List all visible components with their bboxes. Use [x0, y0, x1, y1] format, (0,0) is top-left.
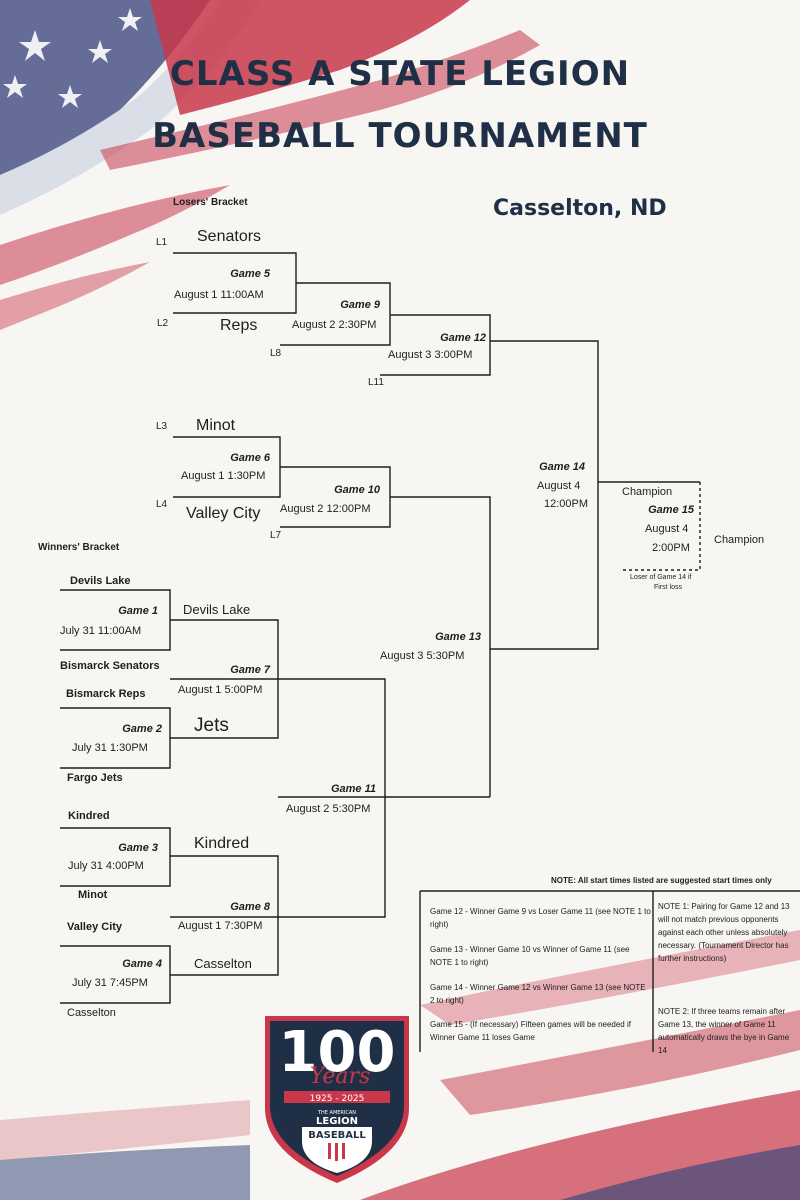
- game-1-label: Game 1: [118, 605, 158, 617]
- game-9-label: Game 9: [340, 299, 380, 311]
- loser-game-14-note-2: First loss: [654, 584, 682, 591]
- loser-code-l4: L4: [156, 499, 168, 510]
- team-kindred: Kindred: [68, 810, 110, 822]
- game-15-time: 2:00PM: [652, 542, 690, 554]
- game-14-time: 12:00PM: [544, 498, 589, 510]
- logo-years-range: 1925 - 2025: [310, 1094, 365, 1104]
- game-13-label: Game 13: [435, 631, 481, 643]
- game-12-date: August 3 3:00PM: [388, 349, 473, 361]
- game-5-label: Game 5: [230, 268, 270, 280]
- note-game-13: Game 13 - Winner Game 10 vs Winner of Ga…: [430, 945, 630, 967]
- team-valley-city: Valley City: [67, 921, 123, 933]
- game-5-date: August 1 11:00AM: [174, 289, 264, 301]
- team-reps: Reps: [220, 317, 258, 334]
- game-15-label: Game 15: [648, 504, 694, 516]
- game-13-date: August 3 5:30PM: [380, 650, 465, 662]
- team-bismarck-reps: Bismarck Reps: [66, 688, 146, 700]
- game-2-label: Game 2: [122, 723, 162, 735]
- game-8-date: August 1 7:30PM: [178, 920, 263, 932]
- game-4-label: Game 4: [122, 958, 162, 970]
- team-casselton-advance: Casselton: [194, 956, 252, 971]
- game-10-date: August 2 12:00PM: [280, 503, 371, 515]
- note-game-15: Game 15 - (If necessary) Fifteen games w…: [430, 1020, 631, 1042]
- note-1: NOTE 1: Pairing for Game 12 and 13 will …: [658, 902, 790, 963]
- game-4-date: July 31 7:45PM: [72, 977, 148, 989]
- logo-years-script: Years: [310, 1064, 371, 1089]
- team-bismarck-senators: Bismarck Senators: [60, 660, 160, 672]
- game-7-date: August 1 5:00PM: [178, 684, 263, 696]
- note-game-14: Game 14 - Winner Game 12 vs Winner Game …: [430, 983, 646, 1005]
- game-14-label: Game 14: [539, 461, 585, 473]
- tournament-location: Casselton, ND: [493, 196, 667, 221]
- game-7-label: Game 7: [230, 664, 270, 676]
- champion-label: Champion: [714, 534, 765, 546]
- losers-bracket-label: Losers' Bracket: [173, 197, 248, 208]
- team-jets-advance: Jets: [194, 715, 229, 736]
- game-11-label: Game 11: [330, 783, 376, 795]
- game-3-date: July 31 4:00PM: [68, 860, 144, 872]
- logo-sport: BASEBALL: [308, 1130, 366, 1141]
- game-6-date: August 1 1:30PM: [181, 470, 266, 482]
- note-game-12: Game 12 - Winner Game 9 vs Loser Game 11…: [430, 907, 651, 929]
- note-2: NOTE 2: If three teams remain after Game…: [658, 1007, 790, 1055]
- loser-code-l2: L2: [157, 318, 169, 329]
- logo-org-small: THE AMERICAN: [317, 1110, 356, 1116]
- team-minot-loser: Minot: [196, 417, 236, 434]
- logo-org: LEGION: [316, 1116, 358, 1127]
- game-14-date: August 4: [537, 480, 581, 492]
- team-valley-city-loser: Valley City: [186, 505, 261, 522]
- game-2-date: July 31 1:30PM: [72, 742, 148, 754]
- game-8-label: Game 8: [230, 901, 270, 913]
- loser-code-l11: L11: [368, 377, 384, 388]
- game-10-label: Game 10: [334, 484, 380, 496]
- team-devils-lake-advance: Devils Lake: [183, 602, 251, 617]
- team-minot: Minot: [78, 889, 108, 901]
- game-3-label: Game 3: [118, 842, 158, 854]
- champion-line-label: Champion: [622, 486, 673, 498]
- loser-code-l3: L3: [156, 421, 168, 432]
- notes-header: NOTE: All start times listed are suggest…: [551, 876, 772, 885]
- team-devils-lake: Devils Lake: [70, 575, 131, 587]
- game-15-date: August 4: [645, 523, 689, 535]
- team-kindred-advance: Kindred: [194, 835, 250, 852]
- game-12-label: Game 12: [440, 332, 486, 344]
- team-fargo-jets: Fargo Jets: [67, 772, 123, 784]
- game-11-date: August 2 5:30PM: [286, 803, 371, 815]
- loser-code-l7: L7: [270, 530, 282, 541]
- loser-code-l8: L8: [270, 348, 282, 359]
- loser-code-l1: L1: [156, 237, 168, 248]
- logo-100: 100: [279, 1020, 396, 1085]
- game-9-date: August 2 2:30PM: [292, 319, 377, 331]
- american-legion-100-years-logo: 100 Years 1925 - 2025 THE AMERICAN LEGIO…: [265, 1016, 409, 1183]
- winners-bracket-label: Winners' Bracket: [38, 542, 120, 553]
- team-casselton: Casselton: [67, 1007, 116, 1019]
- loser-game-14-note: Loser of Game 14 if: [630, 574, 692, 581]
- team-senators: Senators: [197, 228, 262, 245]
- title-line-2: BASEBALL TOURNAMENT: [152, 116, 648, 156]
- game-6-label: Game 6: [230, 452, 270, 464]
- game-1-date: July 31 11:00AM: [60, 625, 142, 637]
- title-line-1: CLASS A STATE LEGION: [169, 54, 631, 94]
